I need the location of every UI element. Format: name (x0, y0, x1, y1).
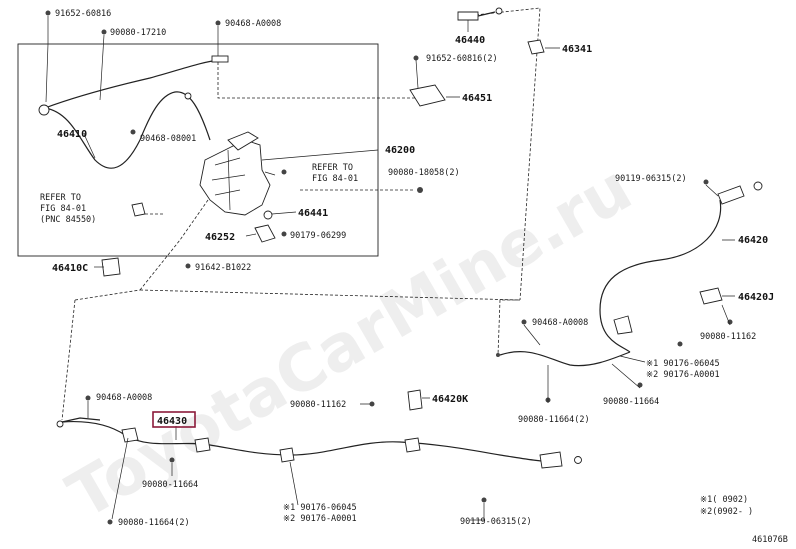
cable-end-icon (495, 7, 503, 15)
label-90179-06299[interactable]: 90179-06299 (290, 231, 346, 241)
part-46420k-icon (407, 389, 423, 411)
label-90080-18058[interactable]: 90080-18058(2) (388, 168, 460, 178)
label-46441[interactable]: 46441 (298, 208, 328, 219)
label-90119-06315-top[interactable]: 90119-06315(2) (615, 174, 687, 184)
part-46252-icon (254, 224, 276, 243)
label-46200[interactable]: 46200 (385, 145, 415, 156)
cable-clamp-icon (404, 437, 421, 453)
cable-46430-left (61, 417, 101, 423)
label-46451[interactable]: 46451 (462, 93, 492, 104)
part-46420j-icon (699, 287, 723, 305)
cable-46410-top-end-icon (211, 55, 229, 63)
part-46440-icon (457, 11, 479, 21)
bolt-icon (215, 20, 221, 26)
watermark: ToyotaCarMine.ru (56, 152, 644, 534)
bolt-icon (130, 129, 136, 135)
cable-grommet-icon (184, 92, 192, 100)
label-90080-11664-2-right[interactable]: 90080-11664(2) (518, 415, 590, 425)
label-90080-11664-right[interactable]: 90080-11664 (603, 397, 659, 407)
bolt-icon (281, 169, 287, 175)
label-90468-08001[interactable]: 90468-08001 (140, 134, 196, 144)
label-90080-17210[interactable]: 90080-17210 (110, 28, 166, 38)
cable-46410-end-icon (38, 104, 50, 116)
label-90119-06315-bottom[interactable]: 90119-06315(2) (460, 517, 532, 527)
label-46420[interactable]: 46420 (738, 235, 768, 246)
cable-46410-upper (44, 59, 221, 109)
label-90080-11664-left[interactable]: 90080-11664 (142, 480, 198, 490)
cable-46430-end-icon (539, 451, 563, 469)
label-s2-90176-a0001-left[interactable]: ※2 90176-A0001 (283, 514, 357, 524)
label-90468-a0008-left[interactable]: 90468-A0008 (96, 393, 152, 403)
bolt-icon (417, 187, 423, 193)
label-refer-right-2: FIG 84-01 (312, 174, 358, 184)
label-s1-90176-06045-right[interactable]: ※1 90176-06045 (646, 359, 720, 369)
label-refer-left-2: FIG 84-01 (40, 204, 86, 214)
cable-bracket-icon (613, 315, 633, 335)
lever-bracket-icon (227, 131, 259, 151)
cable-46420 (599, 199, 722, 353)
label-46420k[interactable]: 46420K (432, 394, 468, 405)
part-46451-icon (409, 84, 446, 107)
bolt-icon (281, 231, 287, 237)
part-46341-icon (527, 39, 545, 55)
cable-end-icon (574, 456, 582, 464)
bolt-icon (677, 341, 683, 347)
bolt-icon (496, 353, 500, 357)
part-46441-icon (263, 210, 273, 220)
label-90080-11162-left[interactable]: 90080-11162 (290, 400, 346, 410)
cable-46420-end-icon (717, 185, 745, 205)
label-90080-11664-2-left[interactable]: 90080-11664(2) (118, 518, 190, 528)
label-s1-90176-06045-left[interactable]: ※1 90176-06045 (283, 503, 357, 513)
cable-clamp-icon (194, 437, 211, 453)
label-refer-right-1: REFER TO (312, 163, 353, 173)
cable-end-icon (753, 181, 763, 191)
label-90468-a0008-top[interactable]: 90468-A0008 (225, 19, 281, 29)
bolt-icon (637, 382, 643, 388)
label-46410[interactable]: 46410 (57, 129, 87, 140)
bolt-icon (703, 179, 709, 185)
bolt-icon (185, 263, 191, 269)
label-46341[interactable]: 46341 (562, 44, 592, 55)
label-46252[interactable]: 46252 (205, 232, 235, 243)
bolt-icon (727, 319, 733, 325)
label-90468-a0008-right[interactable]: 90468-A0008 (532, 318, 588, 328)
bolt-icon (369, 401, 375, 407)
label-refer-left-1: REFER TO (40, 193, 81, 203)
note-1: ※1( 0902) (700, 495, 748, 505)
clip-icon (131, 202, 146, 217)
label-46420j[interactable]: 46420J (738, 292, 774, 303)
diagram-code: 461076B (752, 535, 788, 545)
label-refer-left-3: (PNC 84550) (40, 215, 96, 225)
part-46410c-icon (101, 257, 121, 277)
label-91652-60816-2[interactable]: 91652-60816(2) (426, 54, 498, 64)
cable-clamp-icon (279, 447, 295, 463)
label-46410c[interactable]: 46410C (52, 263, 88, 274)
bolt-icon (413, 55, 419, 61)
label-46440[interactable]: 46440 (455, 35, 485, 46)
label-91652-60816-top[interactable]: 91652-60816 (55, 9, 111, 19)
bolt-icon (101, 29, 107, 35)
bolt-icon (45, 10, 51, 16)
label-46430[interactable]: 46430 (157, 416, 187, 427)
note-2: ※2(0902- ) (700, 507, 753, 517)
brake-lever-assembly-icon (199, 139, 271, 216)
cable-clamp-icon (121, 427, 139, 443)
bolt-icon (481, 497, 487, 503)
bolt-icon (85, 395, 91, 401)
bolt-icon (107, 519, 113, 525)
cable-end-icon (56, 420, 64, 428)
label-91642-b1022[interactable]: 91642-B1022 (195, 263, 251, 273)
label-s2-90176-a0001-right[interactable]: ※2 90176-A0001 (646, 370, 720, 380)
bolt-icon (521, 319, 527, 325)
highlighted-part-46430-box[interactable] (152, 411, 196, 428)
cable-46420-lower (499, 351, 631, 367)
bolt-icon (169, 457, 175, 463)
label-90080-11162-right[interactable]: 90080-11162 (700, 332, 756, 342)
